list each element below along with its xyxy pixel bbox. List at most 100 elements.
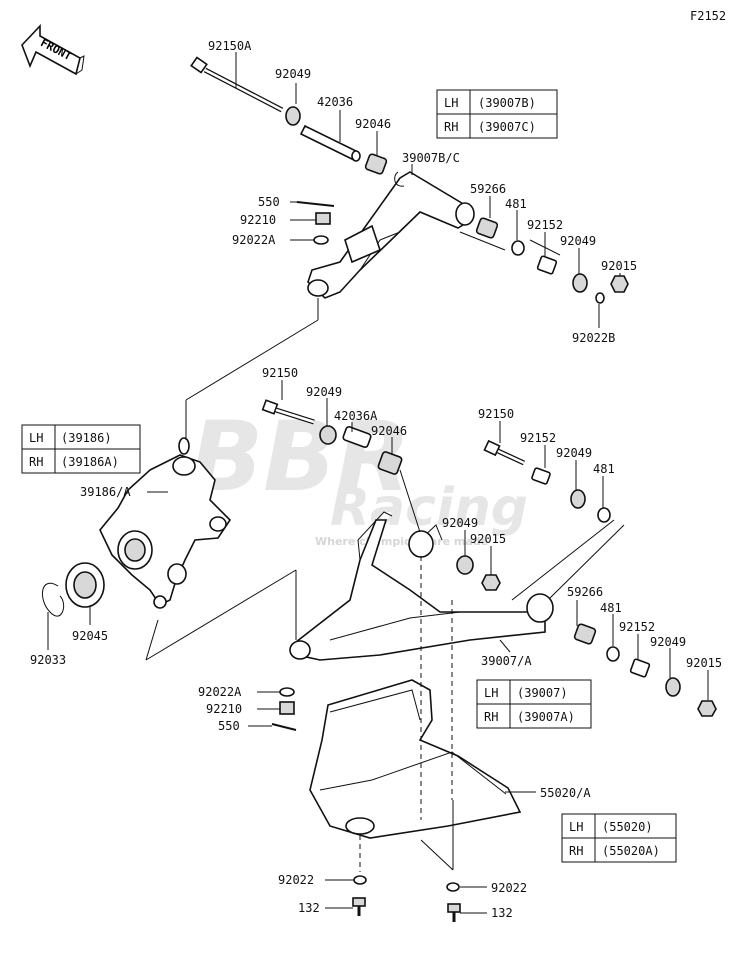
- collar-42036A: [342, 426, 372, 448]
- label-39186A: 39186/A: [80, 485, 131, 499]
- label-92015: 92015: [601, 259, 637, 273]
- leader-lines: [47, 52, 709, 914]
- washer-92049-lower-a: [319, 425, 337, 445]
- label-481: 481: [505, 197, 527, 211]
- oring-481-lower-b: [606, 646, 620, 662]
- label-92049: 92049: [560, 234, 596, 248]
- oring-481-lower-a: [597, 507, 611, 523]
- table-rh: RH: [29, 455, 43, 469]
- label-92049: 92049: [556, 446, 592, 460]
- label-92015: 92015: [470, 532, 506, 546]
- washer-92049-lower-d: [665, 677, 681, 697]
- label-39007BC: 39007B/C: [402, 151, 460, 165]
- nut-92015-lower-b: [697, 700, 717, 717]
- label-92022: 92022: [278, 873, 314, 887]
- label-92150: 92150: [478, 407, 514, 421]
- label-92152: 92152: [527, 218, 563, 232]
- lower-bolt-92150-rear: [483, 439, 526, 466]
- washer-92049-upper-b: [572, 273, 588, 293]
- label-550: 550: [258, 195, 280, 209]
- oring-481-upper: [511, 240, 525, 256]
- label-92022A: 92022A: [232, 233, 276, 247]
- table-39007BC: LH (39007B) RH (39007C): [436, 89, 558, 139]
- collar-92152-lower-b: [629, 658, 651, 678]
- washer-92049-lower-c: [456, 555, 474, 575]
- label-92150: 92150: [262, 366, 298, 380]
- label-92049: 92049: [306, 385, 342, 399]
- bushing-92046-upper: [364, 153, 388, 175]
- table-rh: RH: [569, 844, 583, 858]
- label-92022B: 92022B: [572, 331, 615, 345]
- table-lh: LH: [569, 820, 583, 834]
- label-92152: 92152: [619, 620, 655, 634]
- cotter-pin-550-lower: [271, 723, 297, 731]
- washer-92022B: [595, 292, 605, 304]
- washer-92049-upper: [285, 106, 301, 126]
- bushing-59266-upper: [475, 217, 499, 239]
- upper-a-arm: [307, 171, 475, 299]
- table-rh: RH: [444, 120, 458, 134]
- watermark-tagline: Where champions are made: [315, 535, 488, 548]
- label-92210: 92210: [206, 702, 242, 716]
- label-92045: 92045: [72, 629, 108, 643]
- label-132: 132: [491, 906, 513, 920]
- table-lh-part: (39007): [517, 686, 568, 700]
- washer-92049-lower-b: [570, 489, 586, 509]
- upper-bolt-92150A: [190, 56, 284, 113]
- circlip-92033: [42, 582, 65, 617]
- castle-nut-92210-lower: [279, 701, 295, 715]
- label-59266: 59266: [470, 182, 506, 196]
- label-42036: 42036: [317, 95, 353, 109]
- table-lh: LH: [444, 96, 458, 110]
- figure-code: F2152: [690, 9, 726, 23]
- nut-92015-upper: [610, 275, 629, 293]
- label-92033: 92033: [30, 653, 66, 667]
- table-rh: RH: [484, 710, 498, 724]
- label-59266: 59266: [567, 585, 603, 599]
- collar-42036: [299, 124, 361, 162]
- label-92046: 92046: [371, 424, 407, 438]
- bolt-132-left: [352, 897, 366, 916]
- label-42036A: 42036A: [334, 409, 378, 423]
- collar-92152-lower-a: [531, 467, 551, 485]
- label-92049: 92049: [275, 67, 311, 81]
- label-92210: 92210: [240, 213, 276, 227]
- label-92015: 92015: [686, 656, 722, 670]
- table-rh-part: (39186A): [61, 455, 119, 469]
- table-55020: LH (55020) RH (55020A): [561, 813, 677, 863]
- table-lh-part: (55020): [602, 820, 653, 834]
- lower-a-arm: [289, 511, 554, 661]
- steering-knuckle-39186: [99, 437, 232, 609]
- wheel-bearing-92045: [65, 562, 105, 608]
- collar-92152-upper: [536, 255, 558, 275]
- table-lh: LH: [484, 686, 498, 700]
- washer-92022A-upper: [313, 235, 329, 245]
- castle-nut-92210-upper: [315, 212, 331, 225]
- bushing-59266-lower: [573, 623, 597, 645]
- nut-92015-lower-a: [481, 574, 501, 591]
- label-92046: 92046: [355, 117, 391, 131]
- table-rh-part: (39007C): [478, 120, 536, 134]
- label-481: 481: [593, 462, 615, 476]
- skid-plate-55020: [309, 679, 522, 839]
- label-92022A: 92022A: [198, 685, 242, 699]
- bushing-92046-lower: [377, 451, 403, 475]
- table-lh-part: (39186): [61, 431, 112, 445]
- washer-92022-right: [446, 882, 460, 892]
- lower-bolt-92150-front: [261, 399, 315, 425]
- table-39186: LH (39186) RH (39186A): [21, 424, 141, 474]
- label-550: 550: [218, 719, 240, 733]
- table-rh-part: (55020A): [602, 844, 660, 858]
- label-92152: 92152: [520, 431, 556, 445]
- label-55020A: 55020/A: [540, 786, 591, 800]
- table-39007: LH (39007) RH (39007A): [476, 679, 592, 729]
- label-39007A: 39007/A: [481, 654, 532, 668]
- label-481: 481: [600, 601, 622, 615]
- label-92049: 92049: [650, 635, 686, 649]
- label-132: 132: [298, 901, 320, 915]
- bolt-132-right: [447, 903, 461, 922]
- table-rh-part: (39007A): [517, 710, 575, 724]
- washer-92022A-lower: [279, 687, 295, 697]
- cotter-pin-550-upper: [296, 201, 335, 207]
